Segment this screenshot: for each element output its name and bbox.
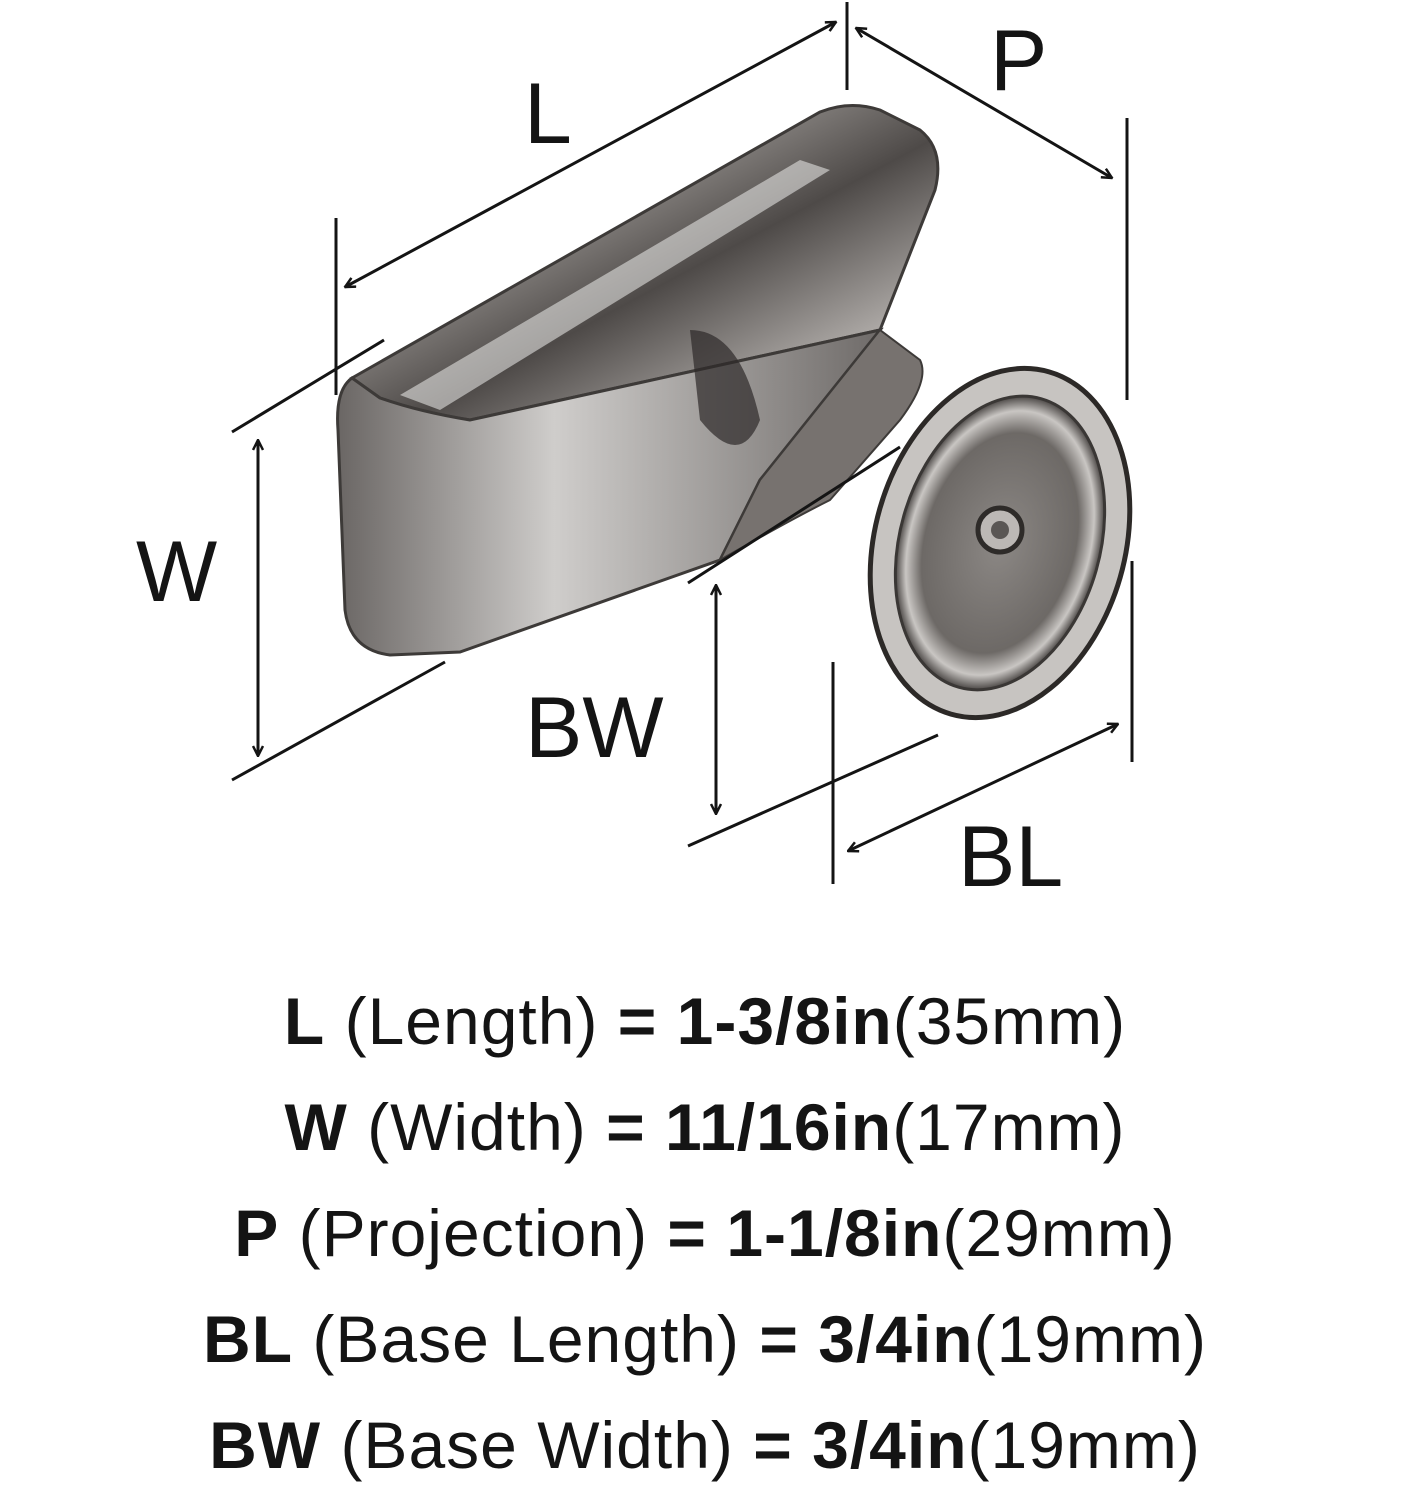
- label-bl: BL: [958, 809, 1063, 905]
- spec-imperial-value: 11/16in: [665, 1090, 893, 1164]
- knob-dimension-diagram: L P W BW BL: [136, 2, 1134, 905]
- knob-image: [336, 104, 1133, 721]
- label-l: L: [524, 66, 572, 162]
- extension-line-w-top: [231, 338, 385, 434]
- spec-name: (Width): [367, 1090, 587, 1164]
- spec-row-base-width: BW (Base Width) = 3/4in(19mm): [0, 1392, 1410, 1498]
- spec-abbr: BW: [209, 1408, 322, 1482]
- dimension-line-p: [856, 28, 1112, 178]
- spec-abbr: W: [284, 1090, 348, 1164]
- spec-imperial-value: 3/4in: [818, 1302, 974, 1376]
- spec-imperial-value: 1-3/8in: [676, 984, 893, 1058]
- extension-line-w-bottom: [231, 660, 446, 782]
- spec-metric-value: (19mm): [973, 1302, 1207, 1376]
- spec-row-length: L (Length) = 1-3/8in(35mm): [0, 968, 1410, 1074]
- spec-imperial-value: 1-1/8in: [726, 1196, 943, 1270]
- dimension-line-bl: [848, 724, 1118, 851]
- spec-equals: =: [617, 984, 658, 1058]
- spec-name: (Projection): [298, 1196, 649, 1270]
- spec-metric-value: (19mm): [967, 1408, 1201, 1482]
- spec-metric-value: (35mm): [892, 984, 1127, 1058]
- spec-metric-value: (29mm): [942, 1196, 1176, 1270]
- spec-equals: =: [606, 1090, 646, 1164]
- spec-row-width: W (Width) = 11/16in(17mm): [0, 1074, 1410, 1180]
- label-bw: BW: [525, 680, 664, 776]
- label-p: P: [990, 13, 1047, 109]
- spec-name: (Base Length): [312, 1302, 740, 1376]
- spec-equals: =: [759, 1302, 799, 1376]
- dimension-line-l: [345, 22, 836, 287]
- spec-row-base-length: BL (Base Length) = 3/4in(19mm): [0, 1286, 1410, 1392]
- spec-abbr: BL: [203, 1302, 294, 1376]
- spec-name: (Base Width): [340, 1408, 734, 1482]
- label-w: W: [136, 524, 217, 620]
- screw-hole-center: [991, 521, 1009, 539]
- knob-reflection: [690, 330, 760, 445]
- spec-equals: =: [753, 1408, 793, 1482]
- dimension-specs-list: L (Length) = 1-3/8in(35mm) W (Width) = 1…: [0, 968, 1410, 1498]
- extension-line-bw-bottom: [687, 733, 939, 848]
- spec-equals: =: [667, 1196, 707, 1270]
- spec-abbr: P: [234, 1196, 280, 1270]
- spec-row-projection: P (Projection) = 1-1/8in(29mm): [0, 1180, 1410, 1286]
- dimension-lines: [231, 2, 1134, 884]
- spec-name: (Length): [344, 984, 599, 1058]
- spec-metric-value: (17mm): [892, 1090, 1126, 1164]
- spec-abbr: L: [283, 984, 326, 1058]
- extension-line-bw-top: [687, 445, 901, 585]
- spec-imperial-value: 3/4in: [812, 1408, 968, 1482]
